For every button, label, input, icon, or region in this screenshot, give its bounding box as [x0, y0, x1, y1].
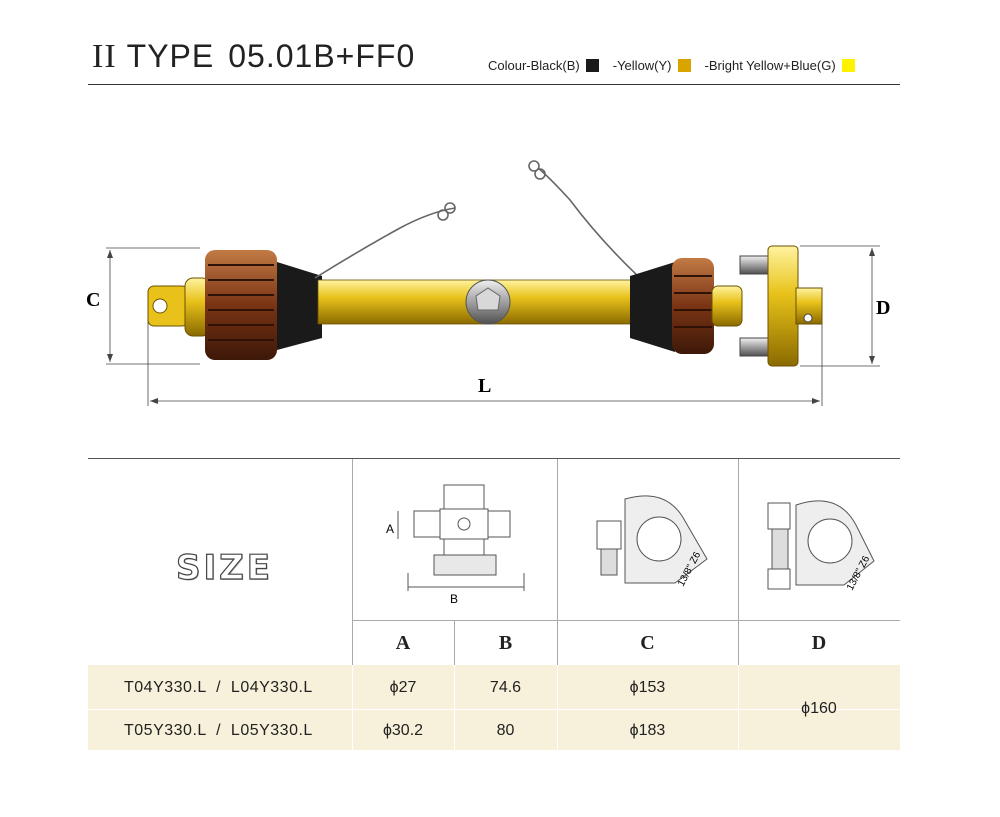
roman-numeral: II [92, 38, 117, 75]
dim-d-label: D [876, 297, 890, 319]
col-separator [738, 459, 739, 665]
dim-l-label: L [478, 375, 491, 397]
row2-c: ϕ183 [629, 722, 666, 739]
row2-b: 80 [496, 722, 515, 739]
fig-b-label: B [450, 592, 458, 606]
header-divider [88, 84, 900, 85]
colour-label-bright: -Bright Yellow+Blue(G) [704, 58, 836, 73]
colour-label-yellow: -Yellow(Y) [612, 58, 672, 73]
table-row [88, 665, 900, 709]
col-header-a: A [395, 632, 411, 654]
row-col-separator [557, 665, 558, 750]
right-guard [630, 258, 714, 354]
col-separator [557, 459, 558, 665]
swatch-yellow [677, 59, 691, 72]
colour-label-black: Colour-Black(B) [488, 58, 580, 73]
left-yoke [147, 277, 211, 337]
row2-model: T05Y330.L / L05Y330.L [124, 722, 313, 739]
row2-a: ϕ30.2 [382, 722, 424, 739]
table-row [88, 710, 900, 750]
left-guard [205, 250, 322, 360]
col-separator [352, 459, 353, 665]
row1-a: ϕ27 [389, 679, 417, 696]
row-col-separator [352, 665, 353, 750]
safety-chains [314, 160, 641, 279]
dimension-l: L [147, 320, 823, 406]
shared-d: ϕ160 [801, 700, 837, 717]
swatch-bright-yellow [841, 59, 855, 72]
yoke-d-figure: 13/8" Z6 [767, 500, 875, 592]
right-clutch [711, 245, 823, 367]
row-separator [88, 709, 738, 710]
dimension-d: D [800, 245, 890, 367]
swatch-black [585, 59, 599, 72]
fig-a-label: A [386, 522, 394, 536]
col-separator [454, 620, 455, 665]
table-top-rule [88, 458, 900, 459]
header-row-rule [352, 620, 900, 621]
centre-tube [317, 279, 659, 325]
dimension-c: C [86, 247, 200, 365]
cross-kit-figure: A B [386, 484, 525, 606]
row1-c: ϕ153 [629, 679, 666, 696]
col-header-d: D [811, 632, 827, 654]
model-code: 05.01B+FF0 [228, 38, 416, 74]
size-title: SIZE [175, 547, 274, 588]
col-header-c: C [640, 632, 655, 654]
row-col-separator [738, 665, 739, 750]
row1-model: T04Y330.L / L04Y330.L [124, 679, 313, 696]
row1-b: 74.6 [489, 679, 522, 696]
colour-legend: Colour-Black(B) -Yellow(Y) -Bright Yellow+… [488, 58, 869, 73]
yoke-c-figure: 13/8" Z6 [596, 495, 708, 588]
dim-c-label: C [86, 289, 100, 311]
type-label: TYPE [126, 38, 215, 74]
pto-shaft-diagram: C D L [86, 160, 890, 406]
col-header-b: B [498, 632, 513, 654]
row-col-separator [454, 665, 455, 750]
